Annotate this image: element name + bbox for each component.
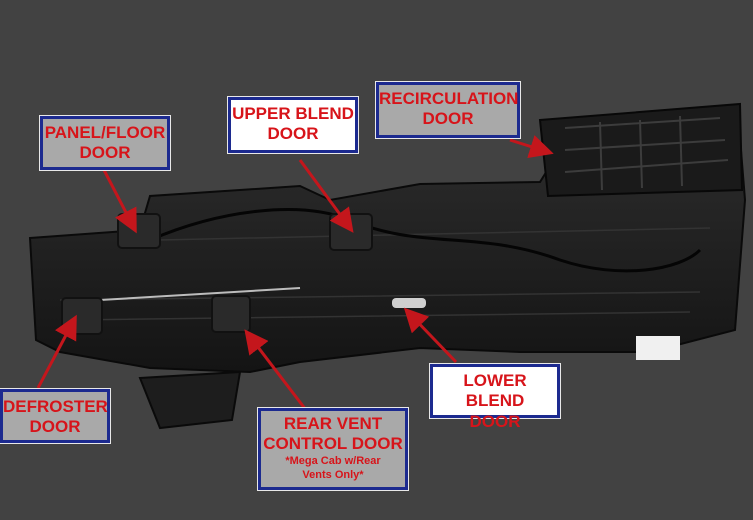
rear-vent-control-door-label: REAR VENT CONTROL DOOR *Mega Cab w/Rear … [258,408,408,490]
lower-duct [138,370,242,430]
recirculation-line2: DOOR [422,109,474,129]
panel-floor-line1: PANEL/FLOOR [44,123,166,142]
recirculation-line1: RECIRCULATION [379,89,519,108]
rear-vent-actuator [211,295,251,333]
panel-floor-actuator [117,213,161,249]
arrow-lower-blend [403,307,458,364]
upper-blend-door-label: UPPER BLEND DOOR [228,97,358,153]
upper-blend-line2: DOOR [267,124,319,144]
lower-blend-lever [392,298,426,308]
arrow-rear-vent [244,329,308,411]
rear-vent-note1: *Mega Cab w/Rear [285,454,381,467]
panel-floor-line2: DOOR [79,143,131,163]
lower-blend-door-label: LOWER BLEND DOOR [430,364,560,431]
lower-blend-line1: LOWER BLEND [463,371,527,411]
housing-sticker [636,336,680,360]
recirculation-door-label: RECIRCULATION DOOR [376,82,520,138]
rear-vent-note2: Vents Only* [302,468,364,481]
defroster-line2: DOOR [29,417,81,437]
upper-blend-actuator [329,213,373,251]
upper-blend-line1: UPPER BLEND [232,104,354,123]
arrow-recirculation [509,135,554,159]
lower-blend-line2: DOOR [469,411,521,431]
arrow-defroster [36,314,77,389]
rear-vent-line2: CONTROL DOOR [263,434,403,454]
panel-floor-door-label: PANEL/FLOOR DOOR [40,116,170,170]
arrow-panel-floor [102,169,137,234]
defroster-door-label: DEFROSTER DOOR [0,389,110,443]
arrow-upper-blend [298,159,354,233]
rear-vent-line1: REAR VENT [283,414,383,433]
defroster-line1: DEFROSTER [3,397,108,416]
